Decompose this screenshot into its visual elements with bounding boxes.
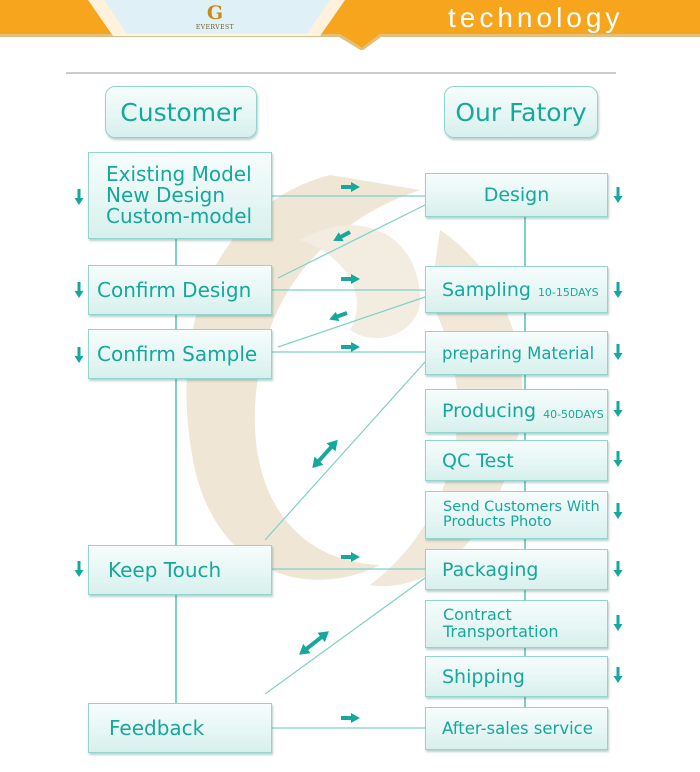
arrow-down-left-icon <box>329 311 348 322</box>
duration-note: 10-15DAYS <box>537 286 599 299</box>
customer-down-arrows <box>74 189 84 577</box>
logo-g-icon: G <box>206 2 224 24</box>
double-arrows <box>299 439 338 655</box>
factory-step-transportation: Contract Transportation <box>425 600 608 648</box>
connector-lines <box>264 195 426 729</box>
arrow-right-icon <box>341 713 360 723</box>
arrow-down-icon <box>74 561 84 577</box>
step-line: Products Photo <box>443 514 552 530</box>
step-line: Transportation <box>443 622 559 641</box>
customer-step-feedback: Feedback <box>88 703 272 753</box>
arrow-down-icon <box>613 401 623 417</box>
factory-step-after-sales: After-sales service <box>425 707 608 750</box>
logo-text: EVERVEST <box>195 24 235 31</box>
arrow-down-icon <box>74 347 84 363</box>
banner-shadow <box>0 34 700 50</box>
arrow-down-icon <box>613 503 623 519</box>
arrow-down-left-icon <box>333 230 351 242</box>
customer-step-keep-touch: Keep Touch <box>88 545 272 595</box>
arrow-down-icon <box>613 451 623 467</box>
banner <box>0 0 700 50</box>
arrow-down-icon <box>74 282 84 298</box>
double-arrow-icon <box>299 631 329 655</box>
customer-step-confirm-sample: Confirm Sample <box>88 329 272 379</box>
factory-header: Our Fatory <box>444 86 598 138</box>
factory-step-shipping: Shipping <box>425 656 608 697</box>
arrow-down-icon <box>613 187 623 203</box>
factory-step-qc-test: QC Test <box>425 440 608 481</box>
factory-step-send-photo: Send Customers With Products Photo <box>425 491 608 539</box>
arrow-down-icon <box>613 282 623 298</box>
factory-step-preparing-material: preparing Material <box>425 331 608 375</box>
step-line: New Design <box>106 183 226 207</box>
arrow-down-icon <box>613 667 623 683</box>
customer-step-confirm-design: Confirm Design <box>88 265 272 315</box>
factory-down-arrows <box>613 187 623 683</box>
factory-step-packaging: Packaging <box>425 549 608 590</box>
step-line: Custom-model <box>106 204 253 228</box>
arrow-down-icon <box>74 189 84 205</box>
customer-step-model: Existing Model New Design Custom-model <box>88 152 272 239</box>
arrow-down-icon <box>613 344 623 360</box>
logo-plate <box>104 0 330 34</box>
duration-note: 40-50DAYS <box>543 407 604 421</box>
step-line: Contract <box>443 605 512 625</box>
banner-title: technology <box>448 2 624 33</box>
arrow-down-icon <box>613 561 623 577</box>
step-line: Existing Model <box>106 162 252 186</box>
factory-step-design: Design <box>425 173 608 217</box>
customer-header: Customer <box>105 86 257 138</box>
arrow-down-icon <box>613 615 623 631</box>
logo: G EVERVEST <box>185 2 245 36</box>
step-line: Send Customers With <box>443 498 600 515</box>
left-arrows <box>329 230 351 322</box>
double-arrow-icon <box>312 439 338 469</box>
arrow-right-icon <box>341 342 360 352</box>
